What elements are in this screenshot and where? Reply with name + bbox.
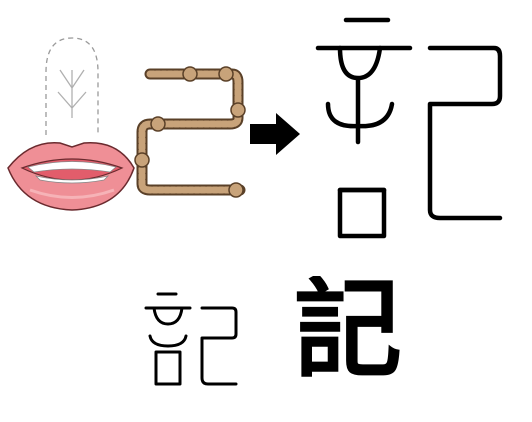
mouth-lips-icon bbox=[7, 141, 135, 211]
tongue-outline-icon bbox=[45, 37, 99, 135]
seal-script-small bbox=[144, 292, 238, 386]
seal-script-large bbox=[315, 17, 503, 239]
right-arrow-icon bbox=[250, 113, 300, 155]
knotted-rope-icon bbox=[134, 66, 246, 198]
regular-script-character: 記 bbox=[294, 276, 403, 393]
